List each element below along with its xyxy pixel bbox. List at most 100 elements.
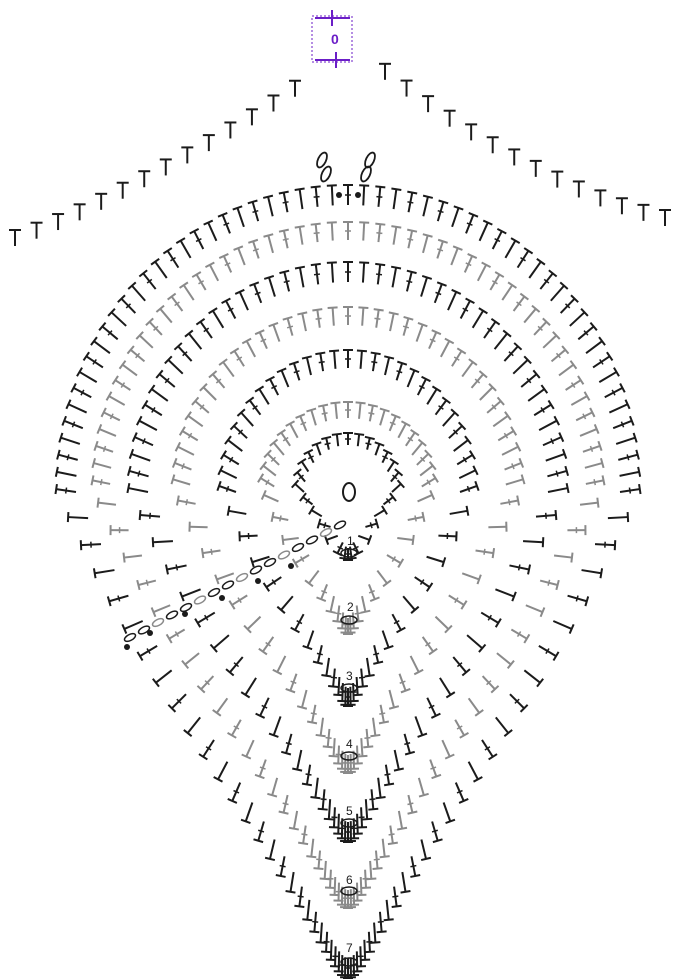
stitch [571,396,587,405]
stitch [478,265,486,281]
stitch [420,466,433,476]
stitch-bar [302,784,312,786]
strap-right-arc [379,64,671,226]
stitch-bar [423,196,433,198]
stitch-bar [508,282,516,288]
stitch-mark [396,371,402,373]
stitch [246,803,253,822]
stitch [337,434,338,446]
stitch [616,438,635,444]
stitch-bar [108,596,111,606]
stitch-bar [489,754,497,759]
stitch-mark [406,281,412,282]
stitch-bar [320,879,330,880]
stitch-bar [329,350,339,351]
stitch [364,940,365,960]
stitch [247,341,255,357]
stitch-mark [253,211,259,213]
slip-stitch [355,192,361,198]
stitch-mark [410,866,416,867]
stitch-mark [407,239,413,240]
stitch [383,839,385,857]
stitch-mark [385,774,391,775]
stitch-bar [219,359,227,365]
stitch-mark [306,774,312,775]
stitch-bar [98,498,99,508]
stitch-bar [407,192,417,194]
stitch [302,462,309,472]
stitch-bar [68,512,69,522]
stitch [302,690,307,707]
stitch [397,538,413,540]
stitch [393,227,396,245]
stitch-bar [324,819,334,820]
stitch [300,227,303,245]
stitch [94,463,111,468]
stitch-bar [375,264,385,265]
stitch-bar [394,769,404,771]
stitch-bar [639,484,640,494]
stitch-bar [370,735,380,736]
stitch-bar [272,512,274,522]
stitch [68,404,86,412]
stitch [307,900,309,920]
stitch-bar [407,271,417,273]
stitch-mark [371,362,377,363]
stitch-bar [318,405,328,407]
stitch-bar [469,359,477,365]
stitch-mark [404,743,410,745]
stitch [338,814,339,834]
stitch-mark [400,681,406,683]
stitch [469,762,478,780]
stitch [442,740,449,756]
chain-link [305,535,318,546]
stitch-bar [313,868,323,869]
stitch-bar [537,259,545,265]
slip-stitch [219,595,225,601]
stitch-bar [289,828,299,830]
stitch [528,389,544,401]
stitch [427,389,436,404]
stitch [214,635,229,648]
stitch [241,413,253,426]
stitch [502,285,512,300]
stitch [388,462,395,472]
stitch-bar [292,769,302,771]
stitch-bar [302,919,312,920]
stitch [609,404,627,412]
stitch [307,357,311,375]
stitch [189,334,202,350]
stitch-bar [391,189,401,190]
stitch [374,923,375,943]
stitch [124,621,142,629]
stitch-bar [373,662,383,664]
stitch-bar [380,409,390,412]
stitch-bar [264,234,274,237]
stitch [210,265,218,281]
stitch-mark [430,767,436,769]
stitch-mark [438,211,444,213]
stitch [366,799,367,819]
stitch [495,334,508,350]
stitch-mark [280,516,281,522]
stitch-bar [636,450,639,460]
stitch [580,503,598,505]
stitch-bar [565,466,568,476]
slip-stitch [124,644,130,650]
stitch-mark [366,443,372,444]
stitch-bar [312,309,322,310]
stitch [131,454,150,461]
stitch [228,440,242,451]
stitch [462,362,473,377]
stitch-mark [186,499,187,505]
stitch [335,877,336,895]
stitch-bar [140,510,141,520]
stitch-bar [311,224,321,225]
stitch-bar [433,839,443,842]
stitch [315,778,317,798]
stitch-mark [376,197,382,198]
stitch [353,612,354,628]
stitch-mark [321,591,327,593]
stitch [317,444,321,455]
stitch-bar [388,843,398,844]
